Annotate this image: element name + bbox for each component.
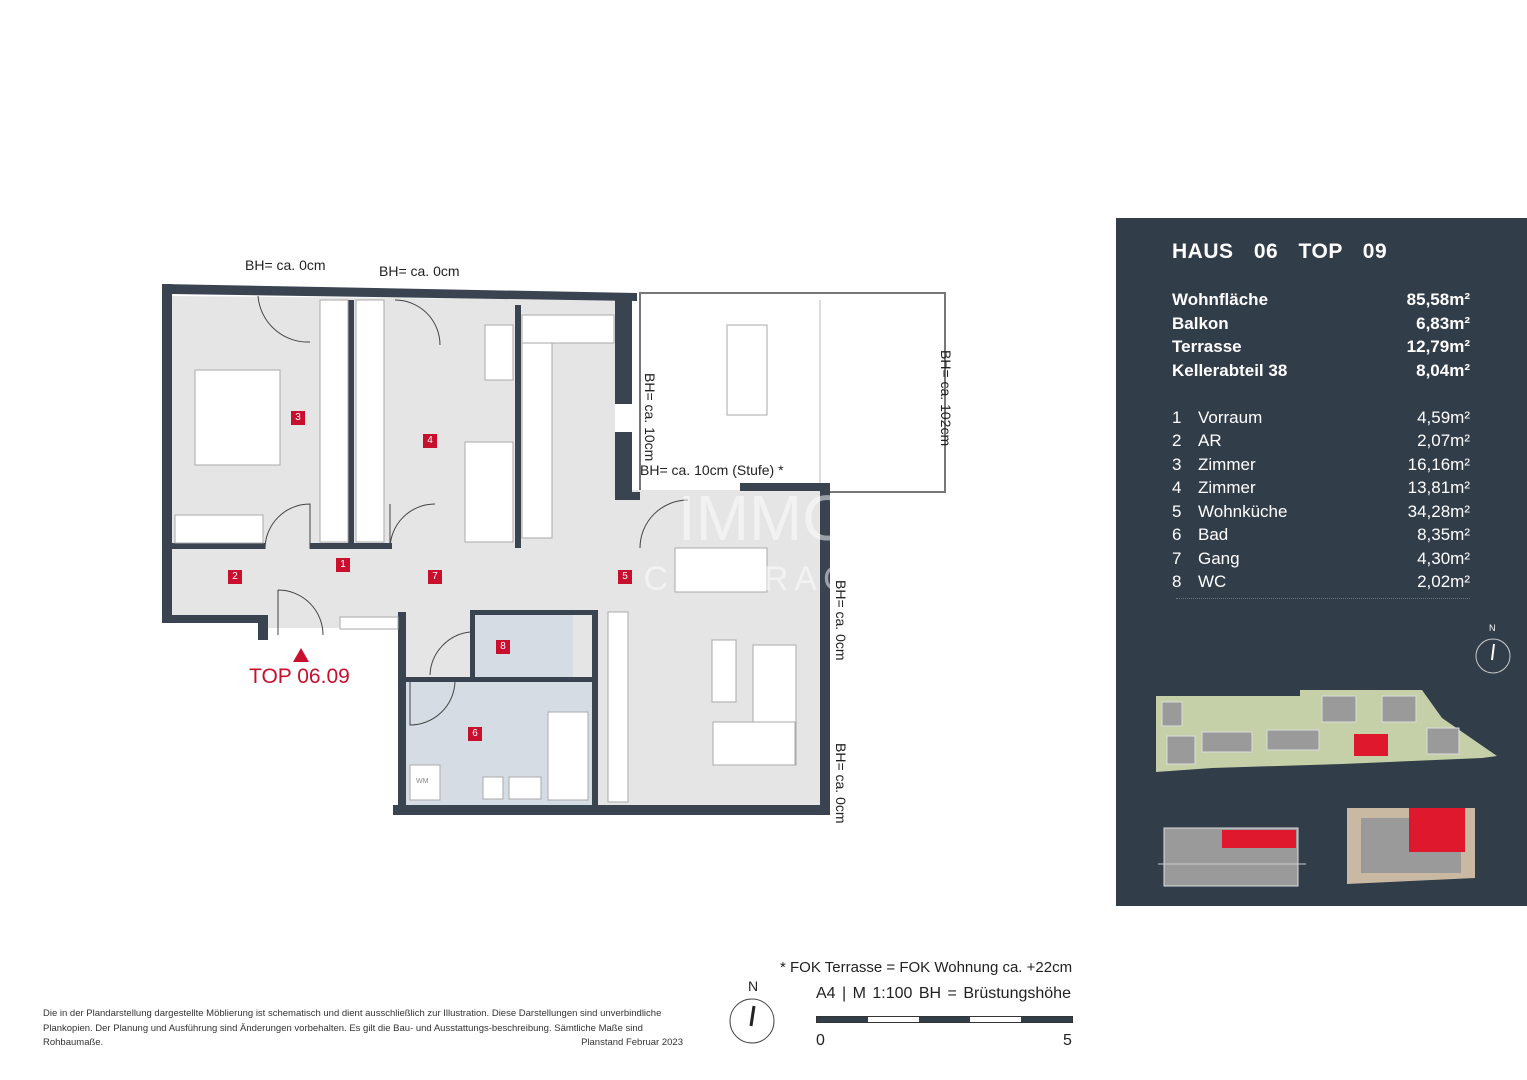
compass-icon [729,998,775,1044]
furniture [174,299,797,803]
disclaimer: Die in der Plandarstellung dargestellte … [43,1007,683,1051]
scale-note: A4 | M 1:100 BH = Brüstungshöhe [816,985,1071,1002]
desk [484,324,514,381]
room-tag-2: 2 [228,570,242,584]
compass-icon [1475,638,1511,674]
watermark: IMMO [678,482,852,554]
room-tag-7: 7 [428,570,442,584]
bh-label: BH= ca. 0cm [833,580,849,661]
wardrobe [319,299,349,543]
walls [162,284,830,815]
bath-cabinet [482,776,504,800]
washing-machine [409,764,441,801]
floor-plan: IMMO CONTRACT WM [162,284,946,815]
room-tag-8: 8 [496,640,510,654]
bathtub [547,711,589,801]
bh-label-step: BH= ca. 10cm (Stufe) * [640,462,784,478]
unit-title: HAUS 06 TOP 09 [1172,240,1388,263]
wc-floor [473,615,573,678]
planstand: Planstand Februar 2023 [581,1037,683,1048]
bh-label: BH= ca. 0cm [379,263,460,279]
kitchen-counter [521,314,615,344]
wm-label: WM [416,778,429,785]
doors [257,295,689,726]
room-tag-6: 6 [468,727,482,741]
desk [174,514,264,544]
room-tag-3: 3 [291,411,305,425]
wardrobe [339,616,399,630]
fok-note: * FOK Terrasse = FOK Wohnung ca. +22cm [780,959,1073,976]
bh-label: BH= ca. 0cm [245,257,326,273]
room-tag-1: 1 [336,558,350,572]
north-label: N [748,978,759,994]
scale-start: 0 [816,1032,825,1049]
bh-label: BH= ca. 102cm [938,350,954,447]
room-tag-5: 5 [618,570,632,584]
divider [1176,598,1470,599]
dining-table [674,547,768,593]
bh-label: BH= ca. 10cm [642,373,658,462]
wardrobe [355,299,385,543]
sofa [712,721,796,766]
north-label: N [1489,623,1496,633]
bed [194,369,281,466]
wall-unit [607,611,629,803]
entrance-arrow-icon [293,648,309,662]
sink [508,776,542,800]
site-map [1156,690,1497,887]
terrace [639,292,946,493]
side-table [711,639,737,703]
unit-label: TOP 06.09 [249,665,350,688]
scale-end: 5 [1063,1032,1072,1049]
bh-label: BH= ca. 0cm [833,743,849,824]
terrace-table [726,324,768,416]
watermark: CONTRACT [644,560,881,598]
bed [464,441,514,543]
room-tag-4: 4 [423,434,437,448]
scale-bar [816,1016,1073,1023]
kitchen-counter [521,342,553,539]
